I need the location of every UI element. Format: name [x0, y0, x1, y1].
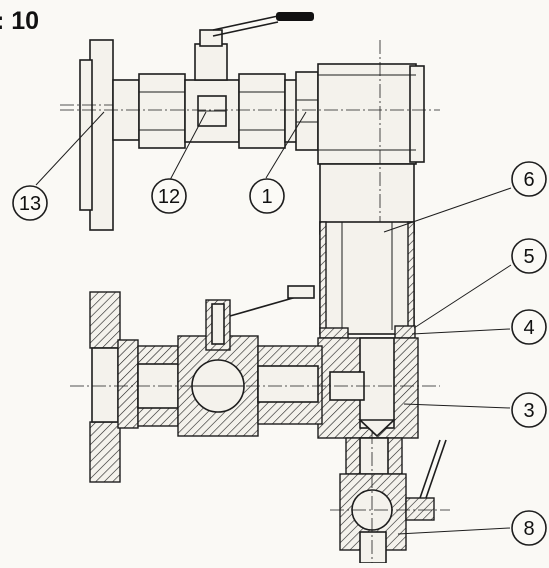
- bottom-outlet: [330, 430, 450, 564]
- svg-text:6: 6: [523, 169, 534, 191]
- union-nut-top: [284, 71, 319, 151]
- callout-13: 13: [12, 185, 48, 221]
- top-assembly: [60, 12, 440, 330]
- tube-section: [319, 221, 415, 335]
- callout-1: 1: [249, 178, 285, 214]
- svg-text:3: 3: [523, 400, 534, 422]
- ball-valve-top: [138, 12, 314, 149]
- callout-3: 3: [511, 392, 547, 428]
- block-body: [317, 337, 419, 439]
- sectional-assembly: [70, 221, 450, 564]
- svg-text:8: 8: [523, 518, 534, 540]
- flange-top: [60, 39, 125, 231]
- svg-text:1: 1: [261, 186, 272, 208]
- svg-text:5: 5: [523, 246, 534, 268]
- leader-lines: [35, 111, 512, 535]
- callout-6: 6: [511, 161, 547, 197]
- callout-5: 5: [511, 238, 547, 274]
- svg-text:4: 4: [523, 317, 534, 339]
- svg-text:13: 13: [19, 193, 41, 215]
- callout-8: 8: [511, 510, 547, 546]
- svg-text:12: 12: [158, 186, 180, 208]
- callout-4: 4: [511, 309, 547, 345]
- pipe-section: [70, 285, 440, 437]
- flange-section: [89, 291, 139, 483]
- figure-title: : 10: [0, 7, 39, 35]
- callout-12: 12: [151, 178, 187, 214]
